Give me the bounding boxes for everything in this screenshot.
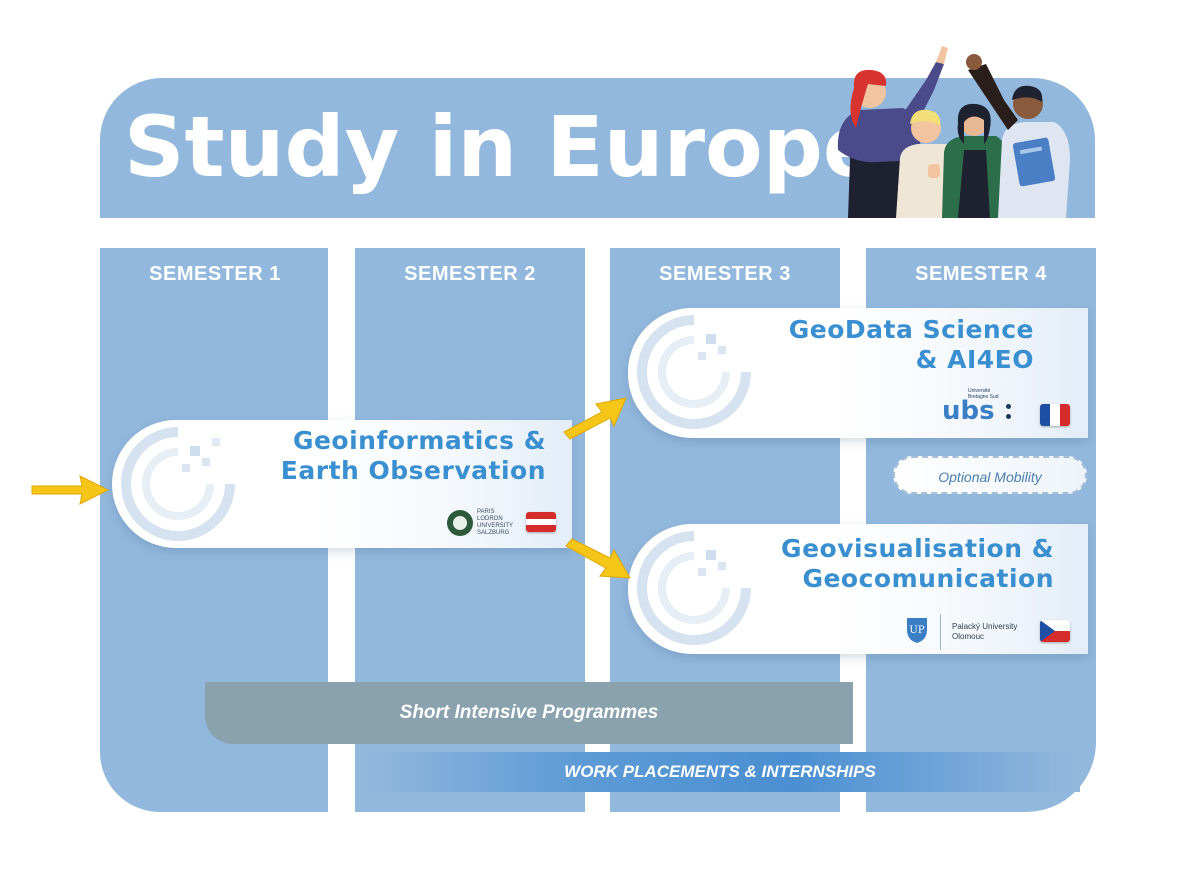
ubs-logo-small-text: Université Bretagne Sud [968,388,999,400]
palacky-university-logo-text: Palacký University Olomouc [952,622,1018,641]
france-flag-icon [1040,404,1070,426]
swirl-decoration-icon [637,315,751,429]
course-title-geoinformatics: Geoinformatics & Earth Observation [200,426,546,486]
palacky-university-crest-icon: UP [907,618,927,643]
semester-2-label: SEMESTER 2 [404,263,536,285]
semester-1-label: SEMESTER 1 [149,263,281,285]
course-title-line-1: GeoData Science [788,315,1034,344]
person-green-jacket [942,103,1009,218]
entry-arrow-icon [31,475,110,505]
course-card-geovisualisation [628,524,1088,654]
work-placements-bar: WORK PLACEMENTS & INTERNSHIPS [360,752,1080,792]
course-card-geodata-science [628,308,1088,438]
arrow-to-geovis-icon [565,538,631,579]
austria-flag-icon [526,512,556,532]
optional-mobility-badge: Optional Mobility [893,456,1087,494]
students-high-five-illustration [837,46,1070,218]
course-title-line-2: Earth Observation [280,456,546,485]
pixel-square-decoration [212,438,220,446]
plus-university-seal-icon [447,510,473,536]
course-title-line-1: Geovisualisation & [781,534,1054,563]
person-blonde [896,109,957,218]
semester-4-label: SEMESTER 4 [915,263,1047,285]
course-card-geoinformatics [112,420,572,548]
course-title-line-2: Geocomunication [802,564,1054,593]
ubs-dot-icon [1006,404,1011,409]
person-with-notebook [966,54,1070,218]
svg-text:UP: UP [909,625,924,636]
ubs-logo: ubs [942,396,995,426]
ubs-dot-icon [1006,414,1011,419]
czech-flag-icon [1040,620,1070,642]
course-title-line-1: Geoinformatics & [292,426,546,455]
logo-divider [940,614,941,650]
plus-university-logo-text: PARIS LODRON UNIVERSITY SALZBURG [477,509,514,536]
course-title-geodata-science: GeoData Science & AI4EO [700,315,1034,375]
course-title-line-2: & AI4EO [915,345,1034,374]
page-title: Study in Europe [124,98,880,196]
semester-3-label: SEMESTER 3 [659,263,791,285]
course-title-geovisualisation: Geovisualisation & Geocomunication [700,534,1054,594]
short-intensive-programmes-bar: Short Intensive Programmes [205,682,853,744]
swirl-decoration-icon [637,531,751,645]
arrow-to-geodata-icon [563,397,627,440]
swirl-decoration-icon [121,427,235,541]
